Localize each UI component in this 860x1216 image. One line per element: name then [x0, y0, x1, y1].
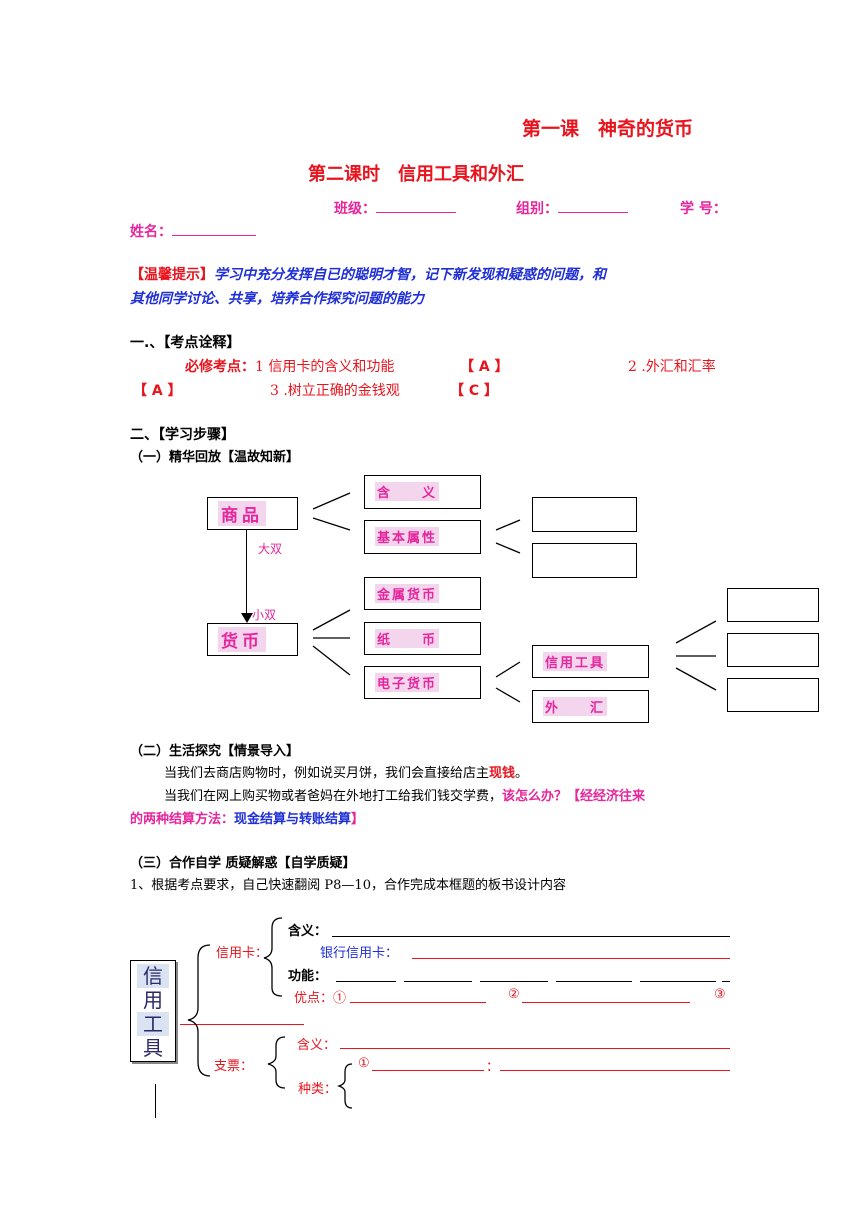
card-meaning-label: 含义：: [288, 924, 328, 939]
continuation-line: [155, 1084, 156, 1118]
tip-line1: 【温馨提示】学习中充分发挥自已的聪明才智，记下新发现和疑惑的问题，和: [130, 267, 606, 283]
money-box: 货币: [207, 623, 298, 656]
e-money-box: 电子货币: [364, 666, 481, 699]
red-divider: [180, 1024, 304, 1025]
blank-box-1: [532, 497, 637, 532]
diagram-connector-lines: [312, 492, 717, 703]
lesson-title: 第一课 神奇的货币: [522, 118, 694, 140]
part1-heading: （一）精华回放【温故知新】: [130, 450, 300, 465]
small-double-label: 小双: [252, 608, 277, 622]
function-blank-4: [556, 981, 632, 982]
type-1-blank: [372, 1070, 484, 1071]
section2-heading: 二、【学习步骤】: [130, 427, 235, 443]
item2: 2 .外汇和汇率: [628, 359, 716, 375]
function-blank-6: [722, 981, 730, 982]
advantage-3-marker: ③: [714, 987, 726, 1002]
credit-tool-box: 信用工具: [532, 645, 649, 678]
cheque-meaning-label: 含义：: [297, 1038, 337, 1053]
blank-box-2: [532, 543, 637, 578]
name-label: 姓名：: [130, 221, 256, 241]
type-colon: ：: [486, 1060, 500, 1075]
item2-grade: 【 A 】: [133, 383, 182, 399]
type-1-desc-blank: [500, 1070, 730, 1071]
big-double-label: 大双: [258, 542, 283, 556]
blank-box-4: [727, 633, 819, 667]
page-subtitle: 第二课时 信用工具和外汇: [308, 164, 524, 185]
class-label: 班级：: [334, 198, 456, 218]
item1-grade: 【 A 】: [460, 359, 509, 375]
scenario-line3: 的两种结算方法：现金结算与转账结算】: [130, 812, 365, 827]
commodity-box: 商品: [207, 497, 298, 530]
task-text: 1、根据考点要求，自己快速翻阅 P8—10，合作完成本框题的板书设计内容: [130, 878, 566, 893]
group-label: 组别：: [516, 198, 628, 218]
credit-card-label: 信用卡：: [216, 946, 269, 961]
function-blank-1: [336, 981, 396, 982]
required-points: 必修考点：1 信用卡的含义和功能: [185, 359, 395, 375]
cheque-meaning-blank: [340, 1048, 730, 1049]
paper-money-box: 纸 币: [364, 622, 481, 655]
advantage-blank-1: [350, 1002, 486, 1003]
function-blank-3: [480, 981, 548, 982]
item3-grade: 【 C 】: [450, 383, 499, 399]
blank-box-3: [727, 588, 819, 622]
arrow-head-icon: [241, 613, 253, 623]
advantage-2-marker: ②: [508, 987, 520, 1002]
metal-money-box: 金属货币: [364, 577, 481, 610]
scenario-line2: 当我们在网上购买物或者爸妈在外地打工给我们钱交学费，该怎么办？【经经济往来: [164, 789, 646, 804]
cheque-types-label: 种类：: [298, 1082, 338, 1097]
blank-box-5: [727, 678, 819, 712]
number-label: 学 号：: [680, 201, 727, 217]
advantage-blank-2: [522, 1002, 690, 1003]
commodity-to-money-arrow: [246, 530, 247, 618]
function-blank-5: [640, 981, 716, 982]
credit-tool-main-box: 信 用 工 具: [130, 960, 176, 1062]
item3: 3 .树立正确的金钱观: [270, 383, 400, 399]
advantages-label: 优点：①: [294, 991, 347, 1006]
type-1-marker: ①: [358, 1056, 370, 1071]
cheque-label: 支票：: [214, 1059, 254, 1074]
card-function-label: 功能：: [288, 969, 328, 984]
forex-box: 外 汇: [532, 690, 649, 723]
section1-heading: 一.、【考点诠释】: [130, 335, 241, 351]
tip-line2: 其他同学讨论、共享，培养合作探究问题的能力: [130, 291, 424, 307]
bank-card-blank: [412, 958, 730, 959]
basic-attr-box: 基本属性: [364, 520, 481, 554]
part2-heading: （二）生活探究【情景导入】: [130, 744, 300, 759]
part3-heading: （三）合作自学 质疑解惑【自学质疑】: [130, 856, 356, 871]
scenario-line1: 当我们去商店购物时，例如说买月饼，我们会直接给店主现钱。: [164, 766, 529, 781]
bank-credit-card-label: 银行信用卡：: [320, 946, 399, 961]
card-meaning-blank: [332, 936, 730, 937]
meaning-box: 含 义: [364, 475, 481, 509]
function-blank-2: [404, 981, 472, 982]
